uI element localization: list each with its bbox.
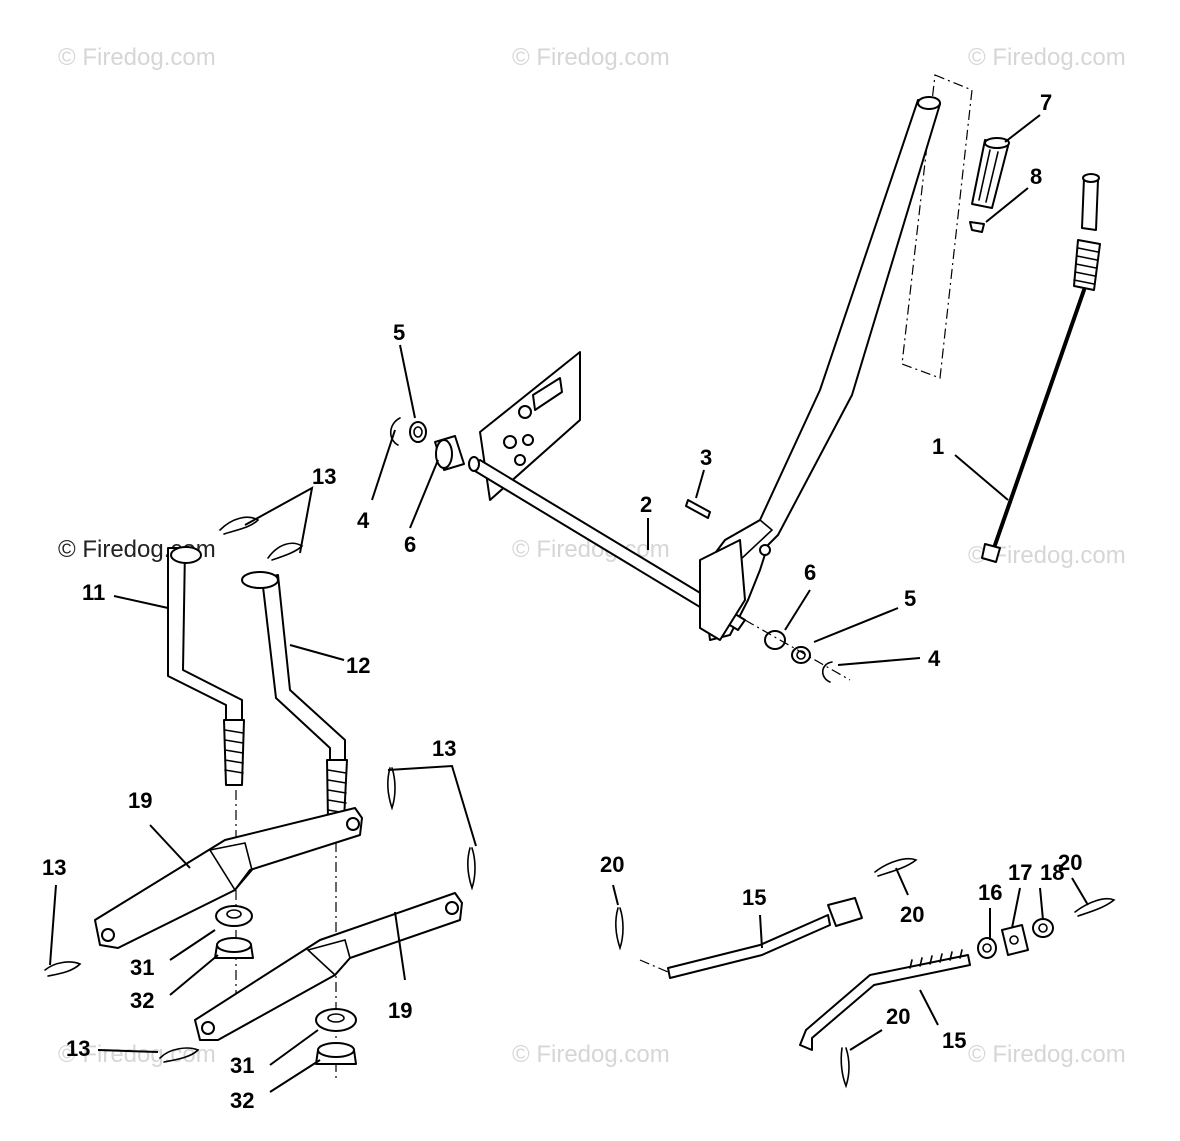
callout-20: 20 (900, 902, 924, 927)
callout-4: 4 (928, 646, 941, 671)
watermarks: © Firedog.com © Firedog.com © Firedog.co… (58, 44, 1126, 1068)
lift-link-right (241, 571, 348, 821)
callout-6: 6 (804, 560, 816, 585)
callout-16: 16 (978, 880, 1002, 905)
callout-13: 13 (432, 736, 456, 761)
watermark: © Firedog.com (58, 44, 216, 71)
watermark: © Firedog.com (512, 44, 670, 71)
callout-15: 15 (742, 885, 766, 910)
shaft-axis-line (744, 619, 851, 681)
callout-13: 13 (312, 464, 336, 489)
callout-4: 4 (357, 508, 370, 533)
key (685, 499, 711, 519)
callout-12: 12 (346, 653, 370, 678)
callout-3: 3 (700, 445, 712, 470)
callout-labels: 1 2 3 4 4 5 5 6 6 7 8 11 12 13 13 13 13 … (42, 90, 1082, 1113)
watermark: © Firedog.com (512, 1041, 670, 1068)
callout-1: 1 (932, 434, 944, 459)
callout-20: 20 (886, 1004, 910, 1029)
callout-31: 31 (230, 1053, 254, 1078)
callout-20: 20 (600, 852, 624, 877)
lift-handle (704, 96, 941, 641)
callout-13: 13 (66, 1036, 90, 1061)
callout-5: 5 (393, 320, 405, 345)
handle-grip-outline (901, 74, 973, 379)
callout-20: 20 (1058, 850, 1082, 875)
watermark: © Firedog.com (968, 1041, 1126, 1068)
watermark: © Firedog.com (58, 1041, 216, 1068)
callout-2: 2 (640, 492, 652, 517)
callout-15: 15 (942, 1028, 966, 1053)
lift-link-fasteners (214, 905, 357, 1065)
callout-17: 17 (1008, 860, 1032, 885)
callout-8: 8 (1030, 164, 1042, 189)
right-shaft-hardware (764, 630, 833, 683)
leader-lines (49, 114, 1089, 1093)
callout-31: 31 (130, 955, 154, 980)
callout-32: 32 (230, 1088, 254, 1113)
hairpin-clips (44, 516, 476, 1063)
watermark: © Firedog.com (968, 44, 1126, 71)
callout-6: 6 (404, 532, 416, 557)
callout-13: 13 (42, 855, 66, 880)
callout-11: 11 (82, 580, 105, 605)
rod-axis (639, 959, 669, 973)
callout-19: 19 (388, 998, 412, 1023)
lift-arm-upper (94, 807, 363, 949)
spring-rod (981, 173, 1101, 563)
callout-7: 7 (1040, 90, 1052, 115)
left-shaft-hardware (389, 417, 465, 471)
callout-19: 19 (128, 788, 152, 813)
rod-ferrule-hardware (977, 918, 1054, 959)
adjustment-rods (667, 897, 971, 1051)
handle-grip (969, 137, 1010, 233)
lift-link-left (167, 546, 245, 786)
shaft-bracket (699, 539, 746, 641)
callout-18: 18 (1040, 860, 1064, 885)
callout-5: 5 (904, 586, 916, 611)
lift-arm-lower (194, 892, 463, 1041)
callout-32: 32 (130, 988, 154, 1013)
